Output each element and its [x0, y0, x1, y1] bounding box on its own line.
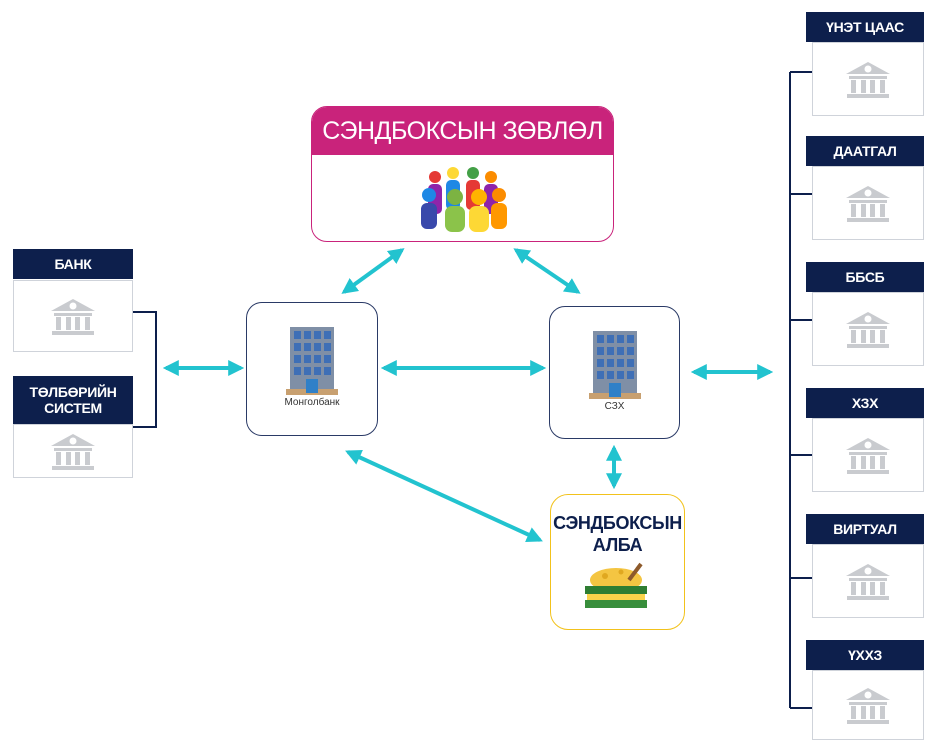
arrow-mongolbank-office: [345, 450, 543, 542]
payment-system-card: [13, 424, 133, 478]
insurance-card: [812, 166, 924, 240]
bank-building-icon: [846, 564, 890, 600]
left-bracket: [133, 311, 157, 428]
fund-manager-card: [812, 670, 924, 740]
insurance-label: ДААТГАЛ: [806, 136, 924, 166]
arrow-council-mongolbank: [341, 248, 405, 294]
right-bracket: [789, 71, 812, 709]
arrow-council-fsc: [513, 248, 581, 294]
bank-building-icon: [846, 312, 890, 348]
office-building-icon: [550, 327, 679, 407]
mongolbank-node: Монголбанк: [246, 302, 378, 436]
sandbox-council-box: СЭНДБОКСЫН ЗӨВЛӨЛ: [311, 106, 614, 242]
bank-building-icon: [846, 438, 890, 474]
mongolbank-label: Монголбанк: [284, 397, 340, 408]
office-building-icon: [247, 323, 377, 403]
bank-building-icon: [51, 299, 95, 335]
fund-manager-label: ҮХХЗ: [806, 640, 924, 670]
virtual-asset-card: [812, 544, 924, 618]
virtual-asset-label: ВИРТУАЛ: [806, 514, 924, 544]
bank-building-icon: [846, 62, 890, 98]
council-title: СЭНДБОКСЫН ЗӨВЛӨЛ: [312, 107, 613, 155]
bank-building-icon: [846, 186, 890, 222]
nbfi-card: [812, 292, 924, 366]
sandbox-icon: [551, 562, 684, 612]
people-group-icon: [312, 165, 613, 233]
bank-label: БАНК: [13, 249, 133, 279]
sandbox-office-box: СЭНДБОКСЫН АЛБА: [550, 494, 685, 630]
savings-credit-coop-card: [812, 418, 924, 492]
bank-building-icon: [846, 688, 890, 724]
nbfi-label: ББСБ: [806, 262, 924, 292]
securities-card: [812, 42, 924, 116]
payment-system-label: ТӨЛБӨРИЙН СИСТЕМ: [13, 376, 133, 424]
payment-system-label-line1: ТӨЛБӨРИЙН: [29, 383, 117, 400]
office-title-line2: АЛБА: [592, 534, 643, 555]
fsc-node: СЗХ: [549, 306, 680, 439]
bank-card: [13, 280, 133, 352]
fsc-label: СЗХ: [604, 401, 625, 412]
payment-system-label-line2: СИСТЕМ: [44, 400, 102, 416]
office-title-line1: СЭНДБОКСЫН: [553, 513, 682, 533]
bank-building-icon: [51, 434, 95, 470]
securities-label: ҮНЭТ ЦААС: [806, 12, 924, 42]
savings-credit-coop-label: ХЗХ: [806, 388, 924, 418]
